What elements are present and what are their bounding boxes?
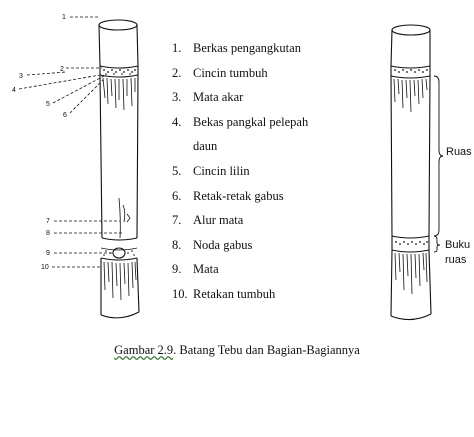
num-10: 10 — [41, 264, 49, 271]
parts-legend: 1.Berkas pengangkutan 2.Cincin tumbuh 3.… — [172, 36, 372, 307]
legend-item: 4.Bekas pangkal pelepah — [172, 114, 309, 129]
num-9: 9 — [46, 250, 50, 257]
legend-item: 7.Alur mata — [172, 213, 244, 228]
num-5: 5 — [46, 101, 50, 108]
legend-item: 6.Retak-retak gabus — [172, 188, 284, 203]
right-stem — [390, 24, 444, 321]
ruas-label: Ruas — [446, 146, 472, 158]
part-numbers: 1 2 3 4 5 6 7 8 9 10 — [12, 14, 67, 271]
num-1: 1 — [62, 14, 66, 21]
caption-text: . Batang Tebu dan Bagian-Bagiannya — [173, 343, 360, 357]
buku-ruas-label: ruas — [445, 254, 467, 266]
caption-figure-ref: Gambar 2.9 — [114, 343, 174, 357]
leader-lines — [18, 16, 122, 268]
legend-item: 5.Cincin lilin — [172, 163, 250, 178]
legend-item: 10.Retakan tumbuh — [172, 286, 276, 301]
figure-caption: Gambar 2.9. Batang Tebu dan Bagian-Bagia… — [0, 343, 474, 358]
num-6: 6 — [63, 112, 67, 119]
left-stem — [98, 19, 140, 319]
num-7: 7 — [46, 218, 50, 225]
num-4: 4 — [12, 87, 16, 94]
legend-item: 9.Mata — [172, 262, 219, 277]
legend-item-continuation: daun — [193, 139, 218, 154]
legend-item: 3.Mata akar — [172, 90, 244, 105]
legend-item: 1.Berkas pengangkutan — [172, 41, 301, 55]
legend-item: 2.Cincin tumbuh — [172, 65, 268, 80]
num-3: 3 — [19, 73, 23, 80]
legend-item: 8.Noda gabus — [172, 237, 253, 252]
num-2: 2 — [60, 66, 64, 73]
num-8: 8 — [46, 230, 50, 237]
buku-label: Buku — [445, 239, 471, 251]
